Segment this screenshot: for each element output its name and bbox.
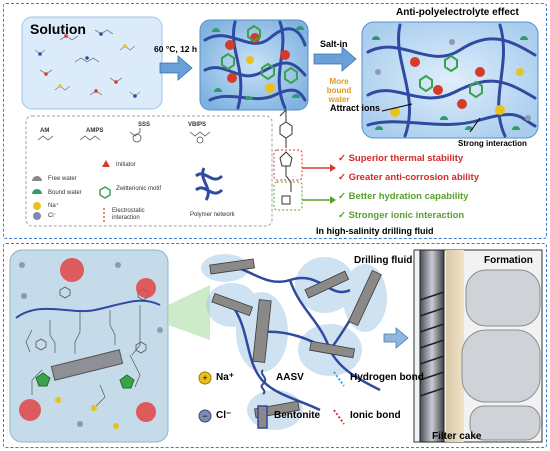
condition-label: 60 °C, 12 h — [154, 44, 198, 54]
svg-text:+: + — [202, 373, 207, 383]
bound-water-mid — [212, 26, 304, 100]
legend-initiator: Initiator — [116, 162, 136, 168]
legend-electrostatic: Electrostatic interaction — [112, 208, 145, 221]
to-wellbore-arrow — [383, 327, 409, 349]
legend-polymer-network: Polymer network — [190, 212, 235, 218]
property-4: ✓ Stronger ionic interaction — [338, 210, 465, 221]
property-1: ✓ Superior thermal stability — [338, 153, 464, 164]
bottom-legend-na: Na⁺ — [216, 372, 235, 383]
anti-polyelectrolyte-label: Anti-polyelectrolyte effect — [396, 7, 519, 18]
top-panel — [3, 3, 547, 239]
top-legend-box — [25, 115, 273, 227]
bottom-legend-ionic-bond: Ionic bond — [350, 410, 401, 421]
bottom-panel — [3, 243, 547, 448]
bottom-legend-hydrogen-bond: Hydrogen bond — [350, 372, 424, 383]
molecular-detail-box — [9, 249, 169, 443]
molecular-bonds — [25, 305, 141, 408]
bottom-legend-cl: Cl⁻ — [216, 410, 232, 421]
formation-rocks — [461, 269, 541, 441]
attract-ions-label: Attract ions — [330, 103, 381, 113]
formation-label: Formation — [484, 255, 533, 266]
bound-water-right — [372, 36, 528, 130]
solution-label: Solution — [30, 21, 86, 37]
legend-bound-water: Bound water — [48, 190, 82, 196]
more-bound-water-label: More bound water — [326, 77, 352, 105]
zwitterion-motifs-mid — [221, 24, 298, 85]
reaction-arrow — [159, 55, 193, 81]
property-2: ✓ Greater anti-corrosion ability — [338, 172, 479, 183]
legend-na: Na⁺ — [48, 203, 59, 209]
drilling-fluid-label: Drilling fluid — [354, 255, 413, 266]
salt-in-arrow — [313, 46, 357, 72]
drill-bit-spirals — [419, 291, 445, 397]
monomer-sss: SSS — [138, 122, 151, 128]
ion-circles-mid — [225, 33, 290, 93]
arrow-red-head — [330, 164, 336, 172]
ion-circles-right — [375, 39, 531, 121]
monomer-am: AM — [40, 128, 50, 134]
monomer-structures — [37, 128, 211, 144]
monomer-vbips: VBIPS — [188, 122, 207, 128]
legend-icons — [32, 160, 224, 222]
salt-in-label: Salt-in — [320, 39, 348, 49]
zwitterion-motifs-right — [419, 54, 483, 99]
formation-sand — [446, 250, 464, 442]
vbips-highlight — [273, 149, 303, 181]
strong-interaction-pointer — [469, 117, 481, 133]
bentonite-platelets — [209, 258, 382, 419]
drill-pipe — [419, 249, 445, 443]
monomer-amps: AMPS — [86, 128, 104, 134]
legend-free-water: Free water — [48, 176, 77, 182]
legend-cl: Cl⁻ — [48, 213, 57, 219]
bottom-legend-bentonite: Bentonite — [274, 410, 321, 421]
bottom-legend-icons: + − — [198, 369, 345, 429]
context-label: In high-salinity drilling fluid — [316, 226, 434, 236]
filter-cake-label: Filter cake — [432, 431, 482, 442]
zoom-cone — [168, 285, 210, 340]
polymer-chains-expanded — [366, 23, 537, 138]
vbips-highlight-2 — [273, 181, 303, 211]
legend-zwitterionic: Zwitterionic motif — [116, 186, 162, 192]
strong-interaction-label: Strong interaction — [458, 139, 527, 148]
svg-text:−: − — [202, 411, 207, 421]
monomer-atoms — [38, 32, 137, 98]
arrow-green-head — [330, 196, 336, 204]
red-ion-clusters — [19, 258, 156, 422]
bottom-legend-aasv: AASV — [276, 372, 304, 383]
property-3: ✓ Better hydration capability — [338, 191, 469, 202]
vbips-structure — [279, 109, 293, 205]
attract-ions-pointer — [381, 103, 413, 112]
ion-dots-detail — [19, 262, 163, 429]
molecular-chain — [15, 299, 161, 319]
pentagon-motifs — [35, 372, 135, 389]
bentonite-sheet-detail — [50, 349, 124, 381]
